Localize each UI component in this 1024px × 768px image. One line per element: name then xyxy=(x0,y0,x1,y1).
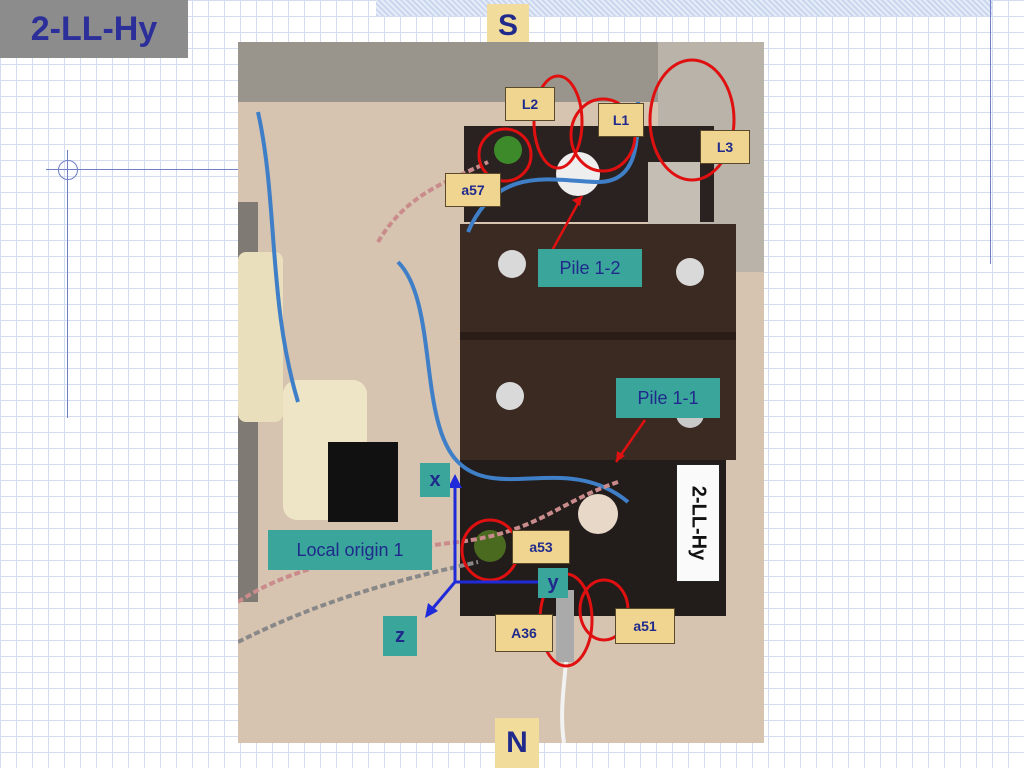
axis-y-label: y xyxy=(538,568,568,598)
tag-l3: L3 xyxy=(700,130,750,164)
callout-pile-1-2: Pile 1-2 xyxy=(538,249,642,287)
tag-a36: A36 xyxy=(495,614,553,652)
tag-l1: L1 xyxy=(598,103,644,137)
direction-south-label: S xyxy=(487,4,529,48)
tag-a53: a53 xyxy=(512,530,570,564)
decorative-vertical-line-right xyxy=(990,0,991,264)
crosshair-icon xyxy=(58,160,78,180)
decorative-horizontal-line xyxy=(46,169,238,170)
callout-local-origin: Local origin 1 xyxy=(268,530,432,570)
tag-a57: a57 xyxy=(445,173,501,207)
callout-pile-1-1: Pile 1-1 xyxy=(616,378,720,418)
decorative-top-band xyxy=(376,0,992,16)
decorative-vertical-line xyxy=(67,150,68,418)
tag-l2: L2 xyxy=(505,87,555,121)
axis-x-label: x xyxy=(420,463,450,497)
photo-sign: 2-LL-Hy xyxy=(676,464,720,582)
tag-a51: a51 xyxy=(615,608,675,644)
photo-sign-text: 2-LL-Hy xyxy=(687,485,710,561)
slide-title: 2-LL-Hy xyxy=(0,0,188,58)
axis-z-label: z xyxy=(383,616,417,656)
direction-north-label: N xyxy=(495,718,539,768)
